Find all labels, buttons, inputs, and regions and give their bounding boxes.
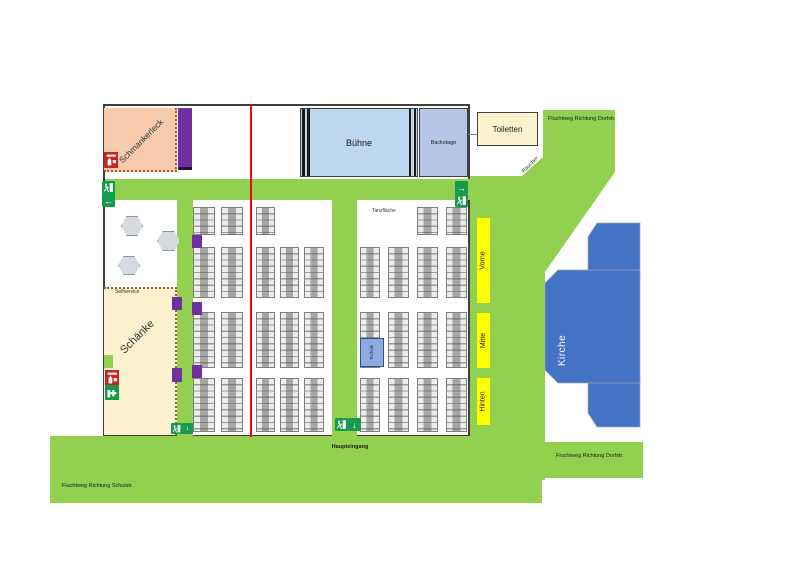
schaenke-label-wrap: Schänke (97, 317, 177, 357)
stage-wall-bar (413, 109, 416, 176)
purple-passage-marker (172, 368, 182, 382)
area-schaenke (104, 287, 177, 435)
seating-table-block (417, 247, 438, 298)
stage-wall-bar (408, 109, 411, 176)
seating-table-block (221, 378, 243, 432)
church-label-wrap: Kirche (513, 334, 613, 365)
seating-table-block (304, 247, 324, 298)
area-backstage: Backstage (419, 108, 468, 177)
fire-extinguisher-icon (104, 152, 118, 168)
standing-table-hexagon (157, 231, 180, 251)
seating-table-block (446, 312, 467, 368)
seating-table-block (304, 312, 324, 368)
escape-corridor-top (105, 179, 470, 200)
fire-extinguisher-icon (105, 370, 119, 386)
sector-label: Hinten (480, 391, 488, 412)
first-aid-icon (105, 385, 119, 400)
sector-strip-hinten: Hinten (477, 378, 490, 425)
seating-table-block (388, 378, 409, 432)
tanzflaeche-label: Tanzfläche (372, 208, 396, 214)
seating-table-block (256, 378, 275, 432)
hall-divider-red-line (250, 105, 252, 437)
seating-table-block (446, 207, 467, 235)
escape-aisle-left (177, 200, 193, 436)
emergency-exit-icon (171, 423, 182, 434)
technik-label: Technik (369, 344, 375, 361)
seating-table-block (280, 378, 299, 432)
escape-aisle-middle (332, 200, 357, 436)
seating-table-block (446, 378, 467, 432)
courtyard-green-path (470, 110, 615, 480)
seating-table-block (280, 247, 299, 298)
toilets-label: Toiletten (492, 124, 523, 134)
seating-table-block (193, 247, 215, 298)
seating-table-block (417, 312, 438, 368)
purple-passage-marker (192, 365, 202, 378)
schmankerleck-label: Schmankerleck (116, 116, 166, 166)
seating-table-block (256, 312, 275, 368)
stage-label-wrap: Bühne (300, 108, 418, 177)
seating-table-block (417, 207, 438, 235)
haupteingang-label: Haupteingang (331, 443, 369, 450)
door-marker (104, 355, 113, 368)
seating-table-block (417, 378, 438, 432)
seating-table-block (221, 207, 243, 235)
selfservice-label: Selfservice (115, 289, 140, 295)
seating-table-block (256, 207, 275, 235)
stage-wall-bar (307, 109, 310, 176)
standing-table-hexagon (118, 256, 140, 275)
seating-table-block (446, 247, 467, 298)
escape-path-dorfstr (542, 442, 643, 478)
fluchtweg-dorfstr-bottom-label: Fluchtweg Richtung Dorfstr. (556, 453, 624, 459)
seating-table-block (193, 312, 215, 368)
exit-arrow-right-icon: → (455, 181, 468, 194)
sector-strip-mitte: Mitte (477, 313, 490, 368)
stage-label: Bühne (345, 137, 373, 148)
standing-table-hexagon (121, 216, 143, 236)
purple-passage-marker (172, 297, 182, 310)
seating-table-block (221, 247, 243, 298)
schaenke-label: Schänke (117, 317, 157, 357)
area-toilets: Toiletten (477, 112, 538, 146)
emergency-exit-icon (335, 418, 348, 431)
purple-passage-marker (192, 235, 202, 248)
seating-table-block (256, 247, 275, 298)
sector-label: Mitte (480, 332, 488, 349)
seating-table-block (193, 207, 215, 235)
area-stage (300, 108, 418, 177)
seating-table-block (221, 312, 243, 368)
seating-table-block (304, 378, 324, 432)
fluchtweg-schulstr-label: Fluchtweg Richtung Schulstr. (62, 483, 133, 489)
sector-strip-vorne: Vorne (477, 218, 490, 303)
seating-table-block (388, 247, 409, 298)
sector-label: Vorne (480, 251, 488, 270)
seating-table-block (360, 247, 380, 298)
haupteingang-label-wrap: Haupteingang (319, 442, 381, 451)
stage-wall-bar (302, 109, 305, 176)
seating-table-block (280, 312, 299, 368)
escape-path-bottom (50, 436, 542, 503)
fluchtweg-dorfstr-top-label: Fluchtweg Richtung Dorfstr. (548, 116, 616, 122)
church-label: Kirche (557, 334, 569, 366)
emergency-exit-icon (102, 181, 115, 194)
church-building (544, 222, 641, 428)
exit-arrow-left-icon: ← (102, 194, 115, 207)
seating-table-block (388, 312, 409, 368)
raucher-label-wrap: Raucher (512, 152, 548, 178)
emergency-exit-icon (455, 194, 468, 207)
purple-passage-marker (192, 302, 202, 315)
purple-zone-stripe (178, 108, 192, 170)
toilet-connector (468, 134, 477, 135)
exit-arrow-down-icon: ↓ (182, 423, 193, 434)
technik-box: Technik (360, 338, 384, 367)
seating-table-block (193, 378, 215, 432)
raucher-label: Raucher (520, 155, 540, 175)
exit-arrow-down-icon: ↓ (348, 418, 361, 431)
seating-table-block (360, 378, 380, 432)
backstage-label: Backstage (430, 139, 457, 146)
